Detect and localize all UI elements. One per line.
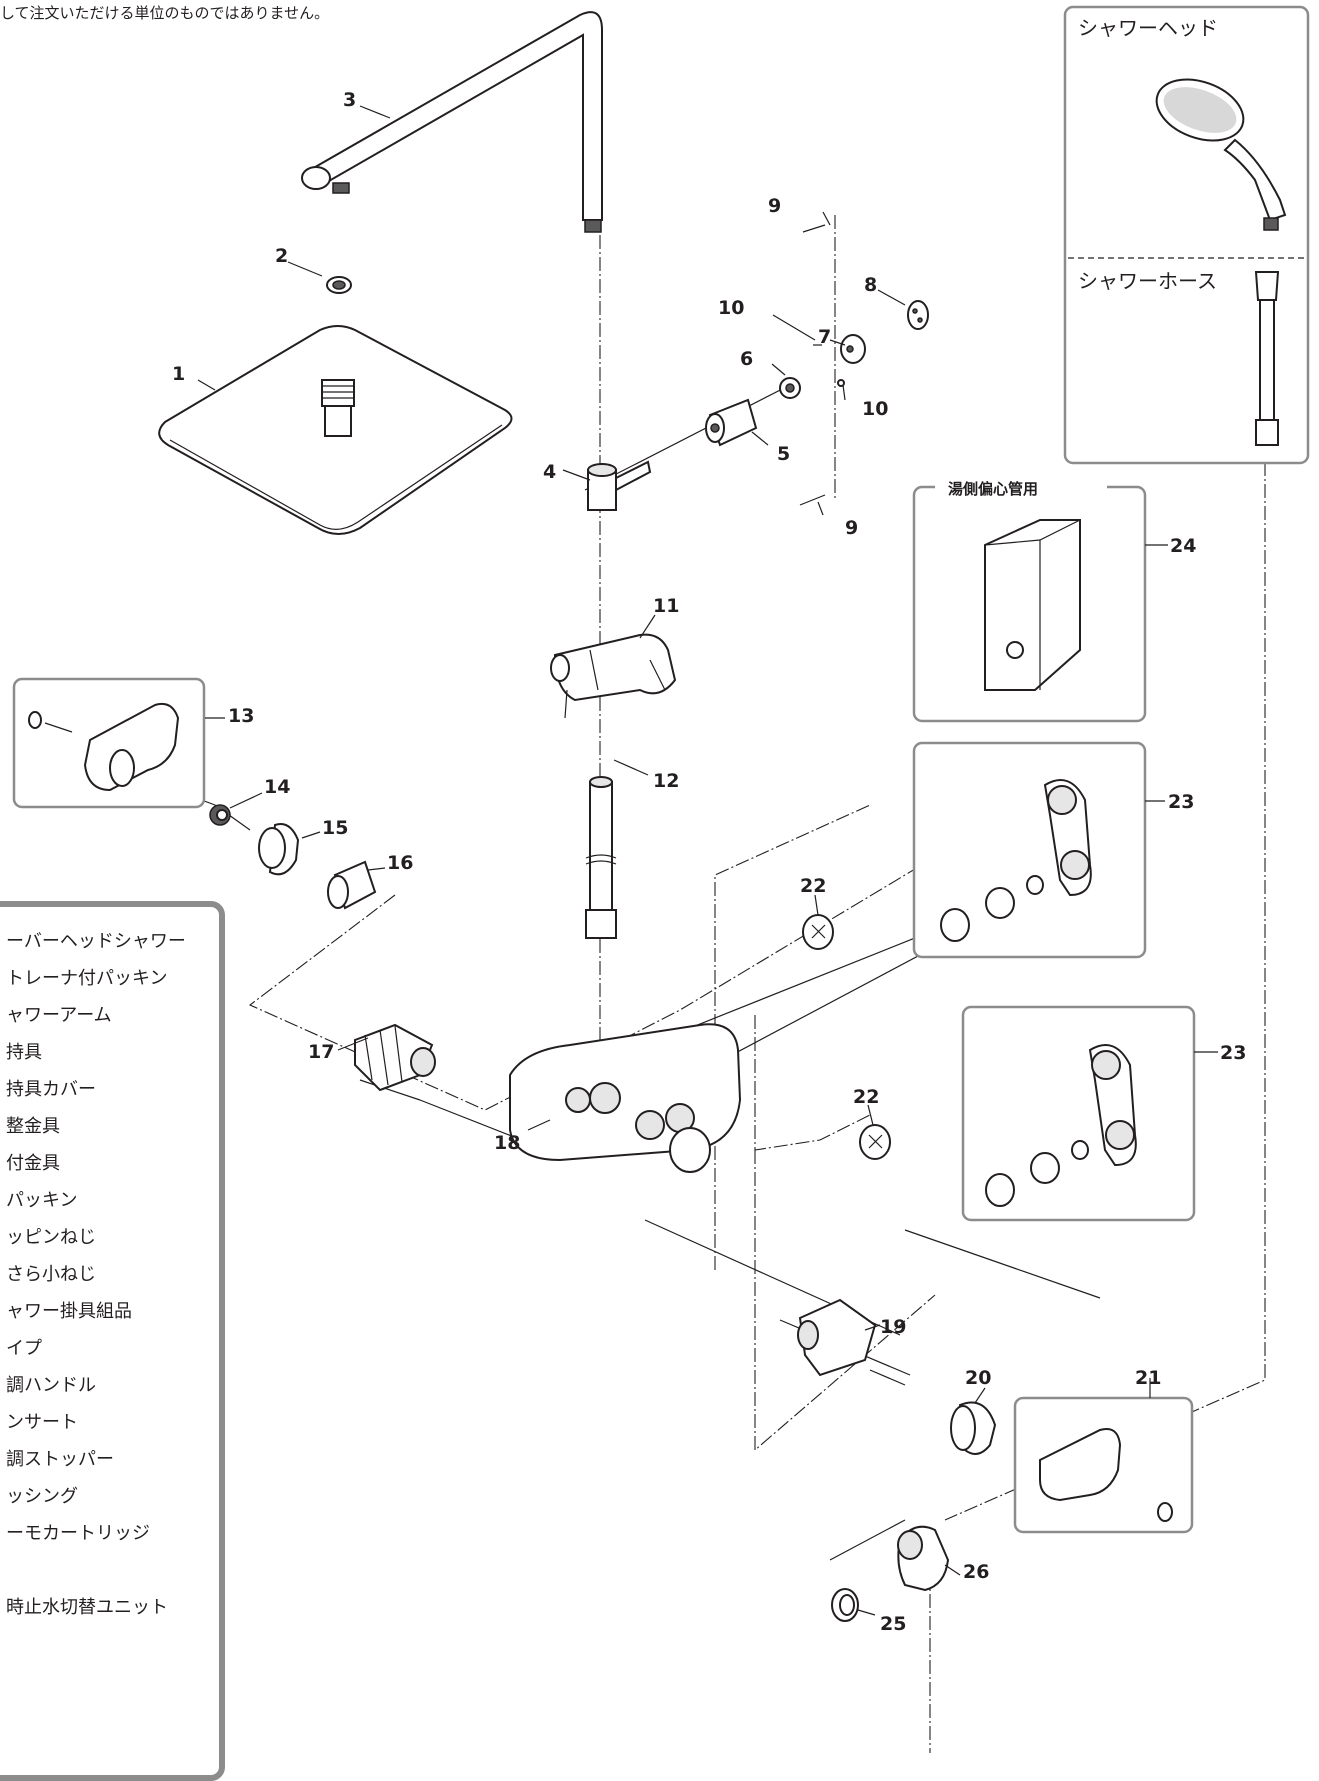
parts-list-item: ッシング [6, 1486, 78, 1506]
shower-head-label: シャワーヘッド [1078, 16, 1218, 40]
parts-list-item: ャワー掛具組品 [6, 1301, 132, 1321]
parts-list-item: ーバーヘッドシャワー [6, 931, 186, 951]
label-5: 5 [777, 443, 790, 465]
parts-list-item: さら小ねじ [6, 1264, 96, 1284]
holder [587, 460, 652, 511]
overhead-shower [158, 325, 513, 535]
parts-list-item: 時止水切替ユニット [6, 1597, 168, 1617]
shower-head-hose-box [1063, 5, 1310, 465]
label-3: 3 [343, 89, 356, 111]
parts-list-item: イプ [6, 1338, 42, 1358]
label-15: 15 [322, 817, 348, 839]
part-23-lower-assembly [985, 1044, 1137, 1207]
part-25 [831, 1588, 859, 1622]
insert [209, 804, 231, 826]
label-12: 12 [653, 770, 679, 792]
temperature-handle [28, 702, 180, 792]
label-19: 19 [880, 1316, 906, 1338]
holder-cover [705, 398, 758, 447]
tapping-screws [799, 224, 826, 506]
label-2: 2 [275, 245, 288, 267]
hot-side-label: 湯側偏心管用 [948, 480, 1038, 498]
label-9-upper: 9 [768, 195, 781, 217]
parts-list-item: パッキン [6, 1190, 78, 1210]
parts-list-item [6, 1558, 186, 1595]
mounting-bracket [840, 334, 866, 364]
parts-list-item: ャワーアーム [6, 1005, 112, 1025]
label-13: 13 [228, 705, 254, 727]
part-20 [950, 1401, 997, 1455]
label-14: 14 [264, 776, 290, 798]
part-22-upper [802, 914, 834, 950]
parts-list-item: 持具 [6, 1042, 42, 1062]
bracket-packing [907, 300, 929, 330]
label-22-upper: 22 [800, 875, 826, 897]
bushing [327, 860, 377, 910]
label-17: 17 [308, 1041, 334, 1063]
disclaimer-note: して注文いただける単位のものではありません。 [0, 5, 330, 22]
parts-list-item: ッピンねじ [6, 1227, 96, 1247]
label-18: 18 [494, 1132, 520, 1154]
label-10-lower: 10 [862, 398, 888, 420]
flat-head-screws [813, 344, 845, 387]
adjuster-fitting [779, 377, 801, 399]
shower-hanger-assembly [550, 633, 677, 719]
part-23-upper-assembly [940, 779, 1092, 942]
label-6: 6 [740, 348, 753, 370]
parts-list-item: ーモカートリッジ [6, 1523, 150, 1543]
parts-list-panel: ーバーヘッドシャワートレーナ付パッキンャワーアーム持具持具カバー整金具付金具パッ… [0, 901, 225, 1781]
label-8: 8 [864, 274, 877, 296]
parts-list-item: 持具カバー [6, 1079, 96, 1099]
label-23-upper: 23 [1168, 791, 1194, 813]
strainer-packing [326, 276, 352, 294]
parts-list-item: 付金具 [6, 1153, 60, 1173]
part-number-labels: 1 2 3 4 5 6 7 8 9 9 10 10 11 12 13 14 15… [172, 89, 1246, 1635]
hot-side-label-bg [935, 477, 1107, 499]
parts-list: ーバーヘッドシャワートレーナ付パッキンャワーアーム持具持具カバー整金具付金具パッ… [6, 929, 186, 1632]
label-22-lower: 22 [853, 1086, 879, 1108]
label-26: 26 [963, 1561, 989, 1583]
label-21: 21 [1135, 1367, 1161, 1389]
shower-hose-label: シャワーホース [1078, 269, 1217, 293]
shower-arm [301, 11, 603, 233]
label-23-lower: 23 [1220, 1042, 1246, 1064]
part-21-handle [1039, 1428, 1173, 1522]
label-1: 1 [172, 363, 185, 385]
part-23-lower-box [961, 1005, 1196, 1222]
label-7: 7 [818, 326, 831, 348]
eccentric-pipe-bracket [984, 519, 1081, 691]
parts-list-item: ンサート [6, 1412, 78, 1432]
label-20: 20 [965, 1367, 991, 1389]
temperature-stopper [258, 823, 300, 876]
stop-switch-unit [797, 1298, 906, 1386]
parts-list-item: 調ハンドル [6, 1375, 96, 1395]
pipe [585, 776, 617, 939]
parts-list-item: 整金具 [6, 1116, 60, 1136]
label-11: 11 [653, 595, 679, 617]
thermo-cartridge [354, 1023, 436, 1092]
label-25: 25 [880, 1613, 906, 1635]
leader-lines [197, 105, 1218, 1616]
elbow-fitting [897, 1525, 950, 1592]
label-9-lower: 9 [845, 517, 858, 539]
shower-hose [1254, 271, 1280, 446]
part-22-lower [859, 1124, 891, 1160]
label-10-upper: 10 [718, 297, 744, 319]
label-24: 24 [1170, 535, 1196, 557]
part-23-upper-box [912, 741, 1147, 959]
faucet-body [509, 1023, 742, 1173]
label-16: 16 [387, 852, 413, 874]
label-4: 4 [543, 461, 556, 483]
parts-list-item: トレーナ付パッキン [6, 968, 168, 988]
parts-list-item: 調ストッパー [6, 1449, 114, 1469]
shower-head [1155, 78, 1287, 231]
